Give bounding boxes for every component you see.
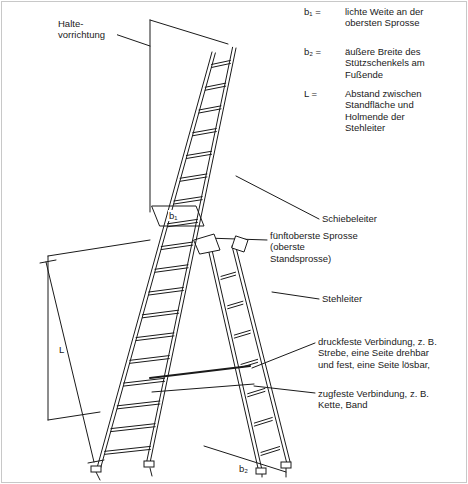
dimension-label: b₁ (168, 210, 179, 221)
part-label: Stehleiter (321, 293, 363, 304)
part-label: Schiebeleiter (321, 213, 378, 224)
part-label: zugfeste Verbindung, z. B. Kette, Band (317, 388, 434, 411)
key-text: lichte Weite an der obersten Sprosse (344, 6, 446, 29)
symbol-key: b₁ = (303, 6, 322, 17)
part-label: Halte- vorrichtung (57, 18, 117, 41)
dimension-label: L (58, 344, 65, 355)
part-label: fünftoberste Sprosse (oberste Standspros… (269, 230, 361, 264)
part-label: druckfeste Verbindung, z. B. Strebe, ein… (317, 336, 444, 370)
key-text: Abstand zwischen Standfläche und Holmend… (344, 88, 446, 134)
dimension-label: b₂ (238, 463, 249, 474)
symbol-key: b₂ = (303, 46, 322, 57)
symbol-key: L = (303, 88, 318, 99)
key-text: äußere Breite des Stützschenkels am Fuße… (344, 46, 446, 80)
